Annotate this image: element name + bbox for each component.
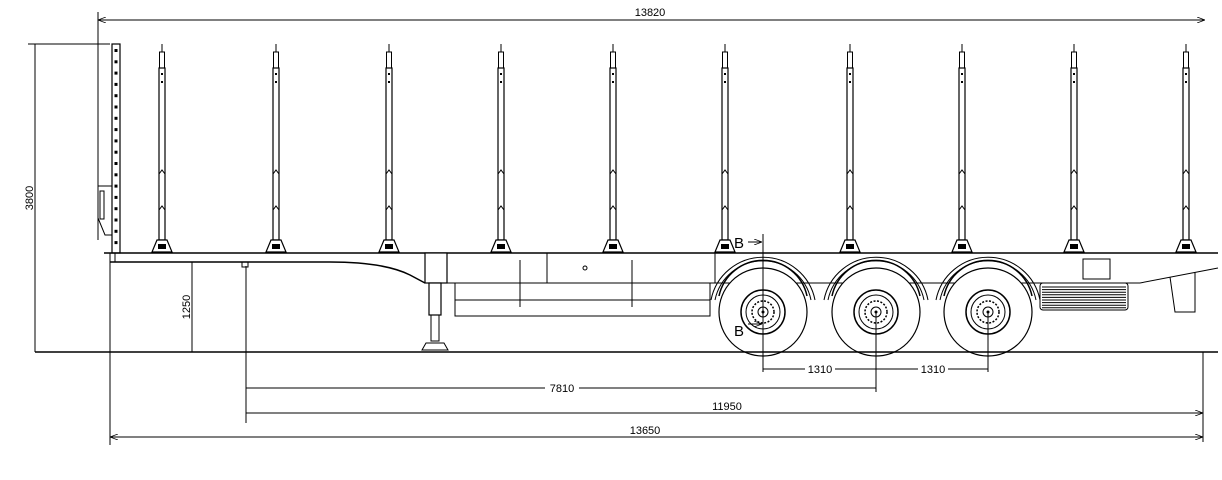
chassis	[104, 252, 1219, 317]
stake	[490, 44, 512, 253]
dimension-13650: 13650	[110, 425, 1203, 437]
stake	[714, 44, 736, 253]
dimension-label: 1310	[808, 364, 832, 376]
stake	[151, 44, 173, 253]
stake	[1175, 44, 1197, 253]
section-label-bottom: B	[734, 323, 744, 340]
dimension-label: 13650	[630, 425, 661, 437]
dimension-label: 1250	[181, 295, 193, 319]
extension-lines	[109, 234, 1204, 445]
dimension-label: 13820	[635, 7, 666, 19]
dimension-label: 3800	[24, 186, 36, 210]
section-mark-b: B B	[734, 235, 762, 340]
section-label-top: B	[734, 235, 744, 252]
landing-leg	[421, 282, 449, 351]
dimension-overall-length-top: 13820	[97, 7, 1205, 240]
dimension-label: 11950	[712, 401, 742, 413]
stake	[602, 44, 624, 253]
stake	[378, 44, 400, 253]
stake	[1063, 44, 1085, 253]
dimension-7810: 7810	[246, 381, 876, 395]
dimension-11950: 11950	[246, 401, 1203, 413]
dimension-label: 1310	[921, 364, 945, 376]
stake	[265, 44, 287, 253]
stakes	[151, 44, 1197, 253]
dimension-label: 7810	[550, 383, 574, 395]
stake	[951, 44, 973, 253]
stake	[839, 44, 861, 253]
dimension-deck-height: 1250	[181, 262, 193, 352]
headboard	[97, 43, 121, 254]
dimension-overall-height: 3800	[24, 43, 110, 352]
dimension-axle-spacing: 1310 1310	[763, 364, 988, 376]
